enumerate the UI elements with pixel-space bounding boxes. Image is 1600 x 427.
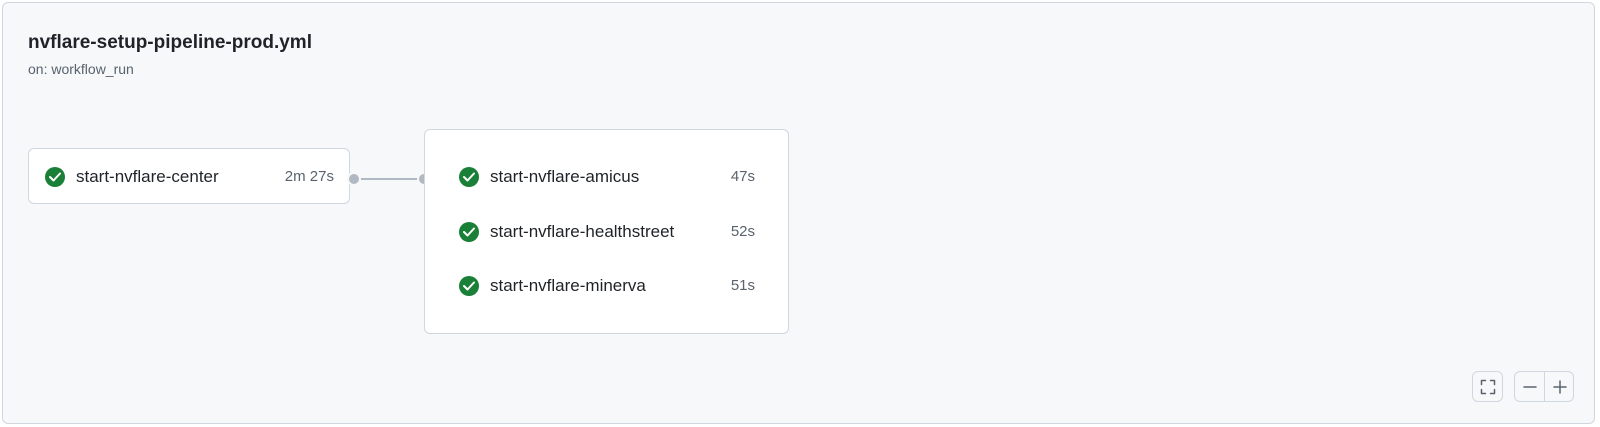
success-check-icon: [45, 167, 65, 187]
job-row[interactable]: start-nvflare-amicus 47s: [425, 162, 788, 192]
zoom-out-button[interactable]: [1515, 372, 1544, 401]
job-duration: 47s: [730, 168, 755, 185]
job-duration: 2m 27s: [284, 168, 334, 185]
dependency-connector: [354, 178, 424, 180]
success-check-icon: [459, 222, 479, 242]
job-row[interactable]: start-nvflare-healthstreet 52s: [425, 217, 788, 247]
workflow-trigger: on: workflow_run: [28, 61, 134, 77]
job-card-center[interactable]: start-nvflare-center 2m 27s: [28, 148, 350, 204]
job-row[interactable]: start-nvflare-minerva 51s: [425, 271, 788, 301]
job-duration: 52s: [730, 223, 755, 240]
minus-icon: [1523, 386, 1537, 388]
job-duration: 51s: [730, 277, 755, 294]
plus-icon: [1553, 380, 1567, 394]
job-name[interactable]: start-nvflare-amicus: [490, 167, 640, 186]
job-name[interactable]: start-nvflare-healthstreet: [490, 222, 675, 241]
zoom-divider: [1544, 372, 1545, 401]
success-check-icon: [459, 167, 479, 187]
job-row[interactable]: start-nvflare-center 2m 27s: [29, 162, 349, 192]
job-group-card: start-nvflare-amicus 47s start-nvflare-h…: [424, 129, 789, 334]
workflow-title: nvflare-setup-pipeline-prod.yml: [28, 32, 312, 53]
fullscreen-icon: [1480, 379, 1496, 395]
job-name[interactable]: start-nvflare-minerva: [490, 276, 646, 295]
success-check-icon: [459, 276, 479, 296]
job-name[interactable]: start-nvflare-center: [76, 167, 219, 186]
zoom-controls: [1514, 371, 1574, 402]
zoom-in-button[interactable]: [1545, 372, 1574, 401]
connector-output-dot: [347, 172, 361, 186]
fullscreen-button[interactable]: [1472, 371, 1503, 402]
